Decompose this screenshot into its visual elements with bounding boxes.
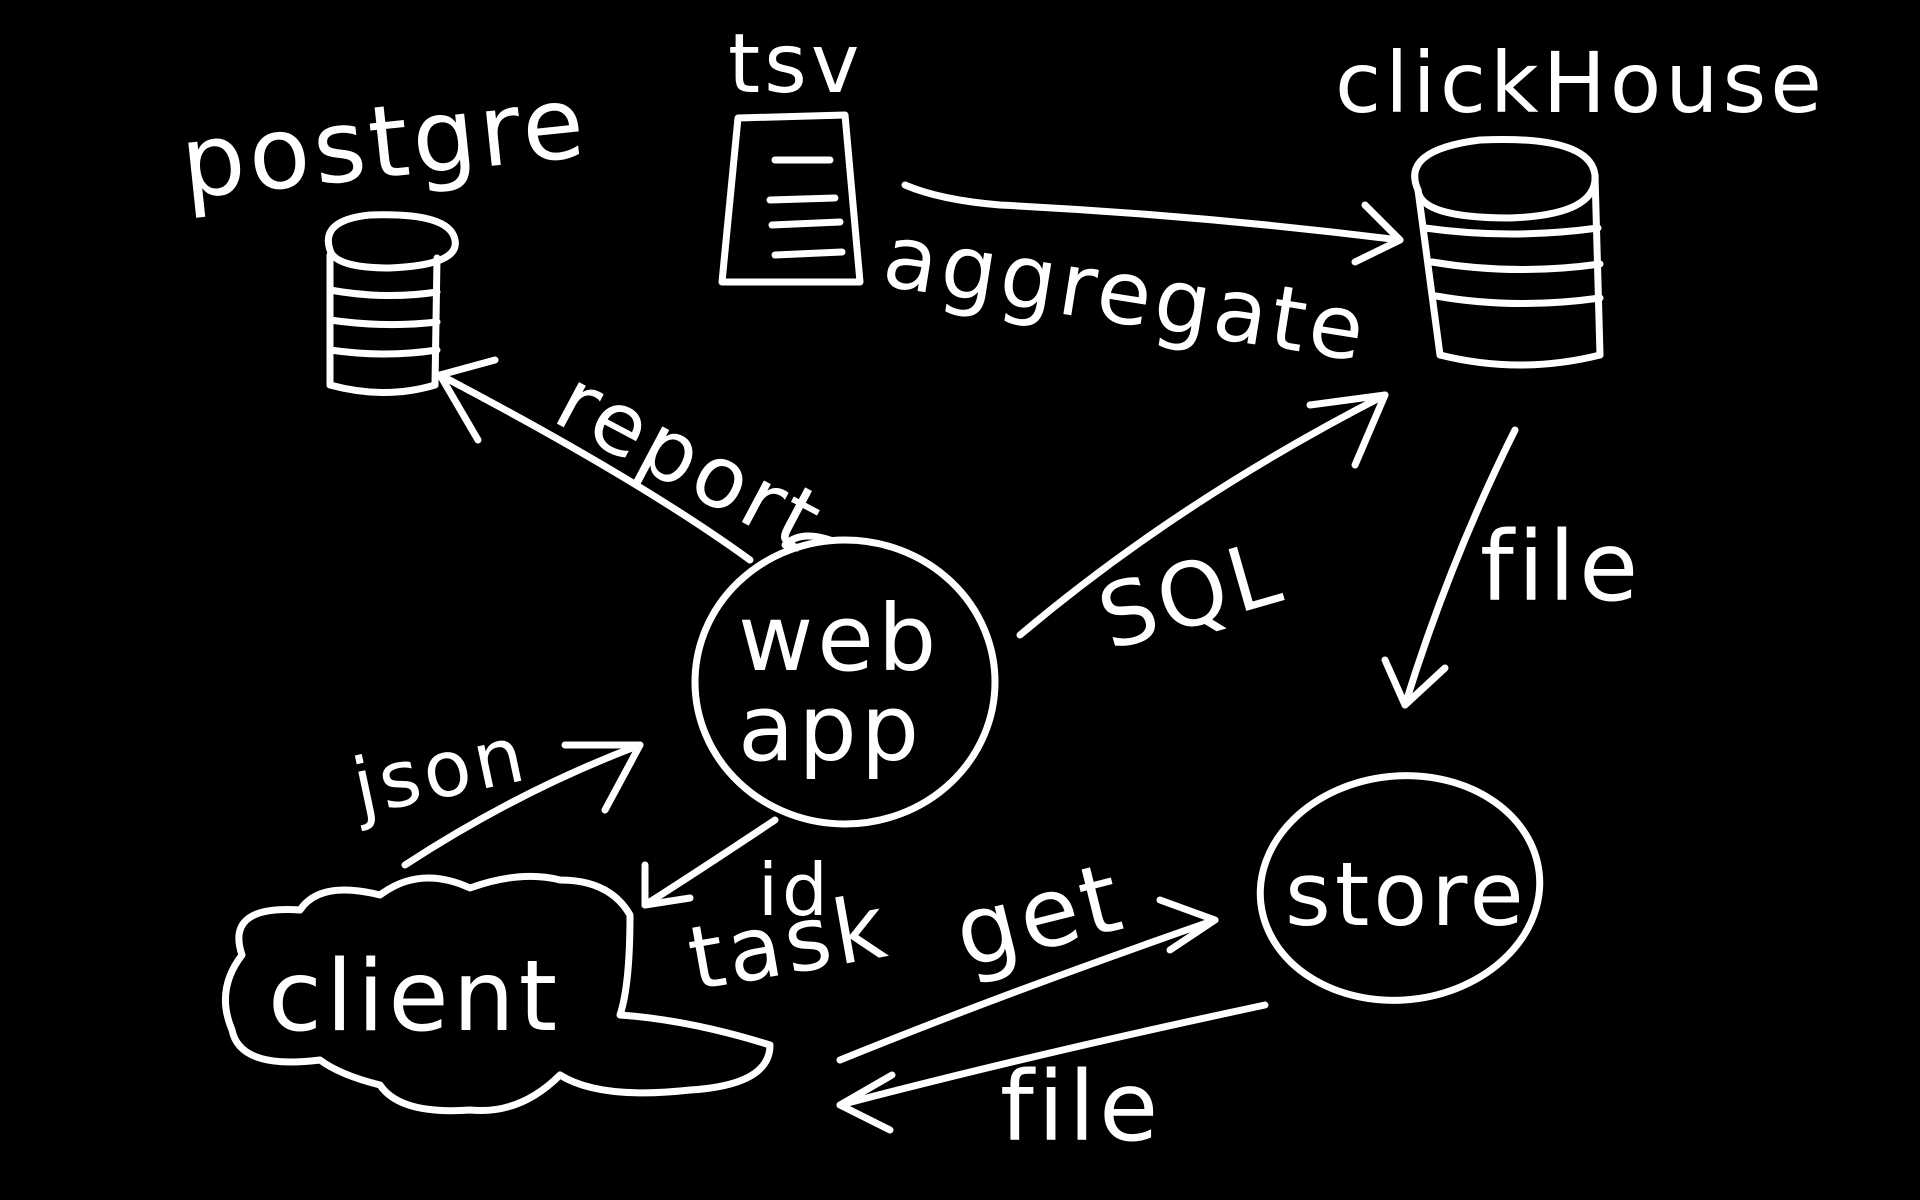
client-cloud-shape [221, 872, 774, 1115]
sql-arrowhead [1306, 391, 1389, 469]
webapp-circle [691, 536, 999, 828]
json-arrow-line [401, 741, 644, 869]
file-down-arrow-line [1401, 426, 1519, 709]
store-circle [1256, 772, 1544, 1004]
sql-arrow-line [1016, 391, 1389, 639]
report-arrowhead [436, 356, 499, 444]
tsv-document-icon [718, 111, 864, 286]
get-arrowhead [1156, 896, 1219, 954]
task-id-arrowhead [641, 861, 694, 909]
report-underline [781, 532, 834, 549]
tsv-label: tsv [728, 17, 863, 112]
clickhouse-database-icon [1411, 135, 1604, 369]
file-down-label: file [1480, 511, 1642, 623]
aggregate-arrow-line [901, 181, 1404, 244]
client-label: client [268, 940, 561, 1054]
store-label: store [1285, 843, 1528, 946]
aggregate-arrowhead [1351, 201, 1404, 266]
client-node: client [221, 872, 774, 1115]
file-down-arrowhead [1381, 656, 1449, 709]
store-node: store [1256, 772, 1544, 1004]
task-id-arrow-line [641, 816, 779, 909]
webapp-label-line2: app [738, 675, 923, 782]
edge-file-back: file [836, 1001, 1269, 1163]
webapp-label-line1: web [738, 585, 940, 692]
webapp-node: web app [691, 536, 999, 828]
edge-file-down: file [1381, 426, 1642, 709]
tsv-node: tsv [718, 17, 864, 286]
clickhouse-node: clickHouse [1335, 34, 1826, 369]
file-back-arrow-line [836, 1001, 1269, 1109]
file-back-arrowhead [836, 1071, 896, 1134]
report-arrow-line [436, 371, 754, 564]
file-back-label: file [1000, 1051, 1162, 1163]
clickhouse-label: clickHouse [1335, 34, 1826, 132]
json-arrowhead [561, 741, 644, 814]
postgre-database-icon [325, 211, 459, 396]
get-arrow-line [836, 916, 1219, 1064]
task-id-label-line1: id [758, 848, 832, 932]
